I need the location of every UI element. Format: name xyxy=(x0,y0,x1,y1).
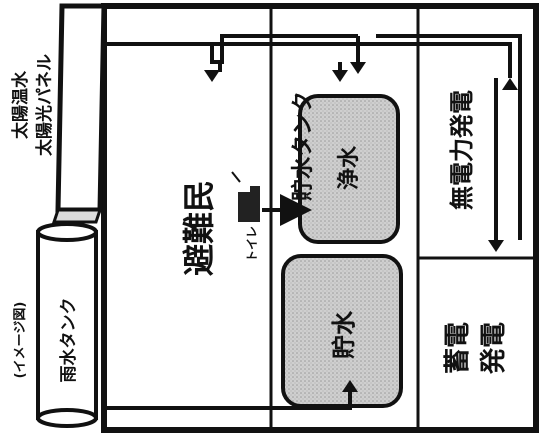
toilet-icon xyxy=(231,171,260,222)
rain-tank-shape xyxy=(36,222,98,428)
building-outline xyxy=(101,3,539,433)
no-power-generation-label: 無電力発電 xyxy=(448,90,476,210)
pipe-arrowheads xyxy=(204,62,518,392)
battery-generation-label-1: 蓄電 xyxy=(443,322,473,374)
piping xyxy=(104,34,522,410)
clean-water-tank xyxy=(298,94,400,244)
solar-hot-water-label: 太陽温水 xyxy=(10,70,31,139)
water-tank-title: 貯水タンク xyxy=(290,91,316,201)
toilet-label: トイレ xyxy=(245,226,259,262)
evacuees-label: 避難民 xyxy=(180,180,218,276)
storage-water-label: 貯水 xyxy=(330,310,358,359)
image-note-label: (イメージ図) xyxy=(13,302,28,379)
rain-tank-label: 雨水タンク xyxy=(58,298,79,383)
battery-generation-label-2: 発電 xyxy=(479,322,509,375)
solar-panel-label: 太陽光パネル xyxy=(34,54,55,156)
solar-panel-shape xyxy=(51,3,107,224)
clean-water-label: 浄水 xyxy=(336,145,362,190)
